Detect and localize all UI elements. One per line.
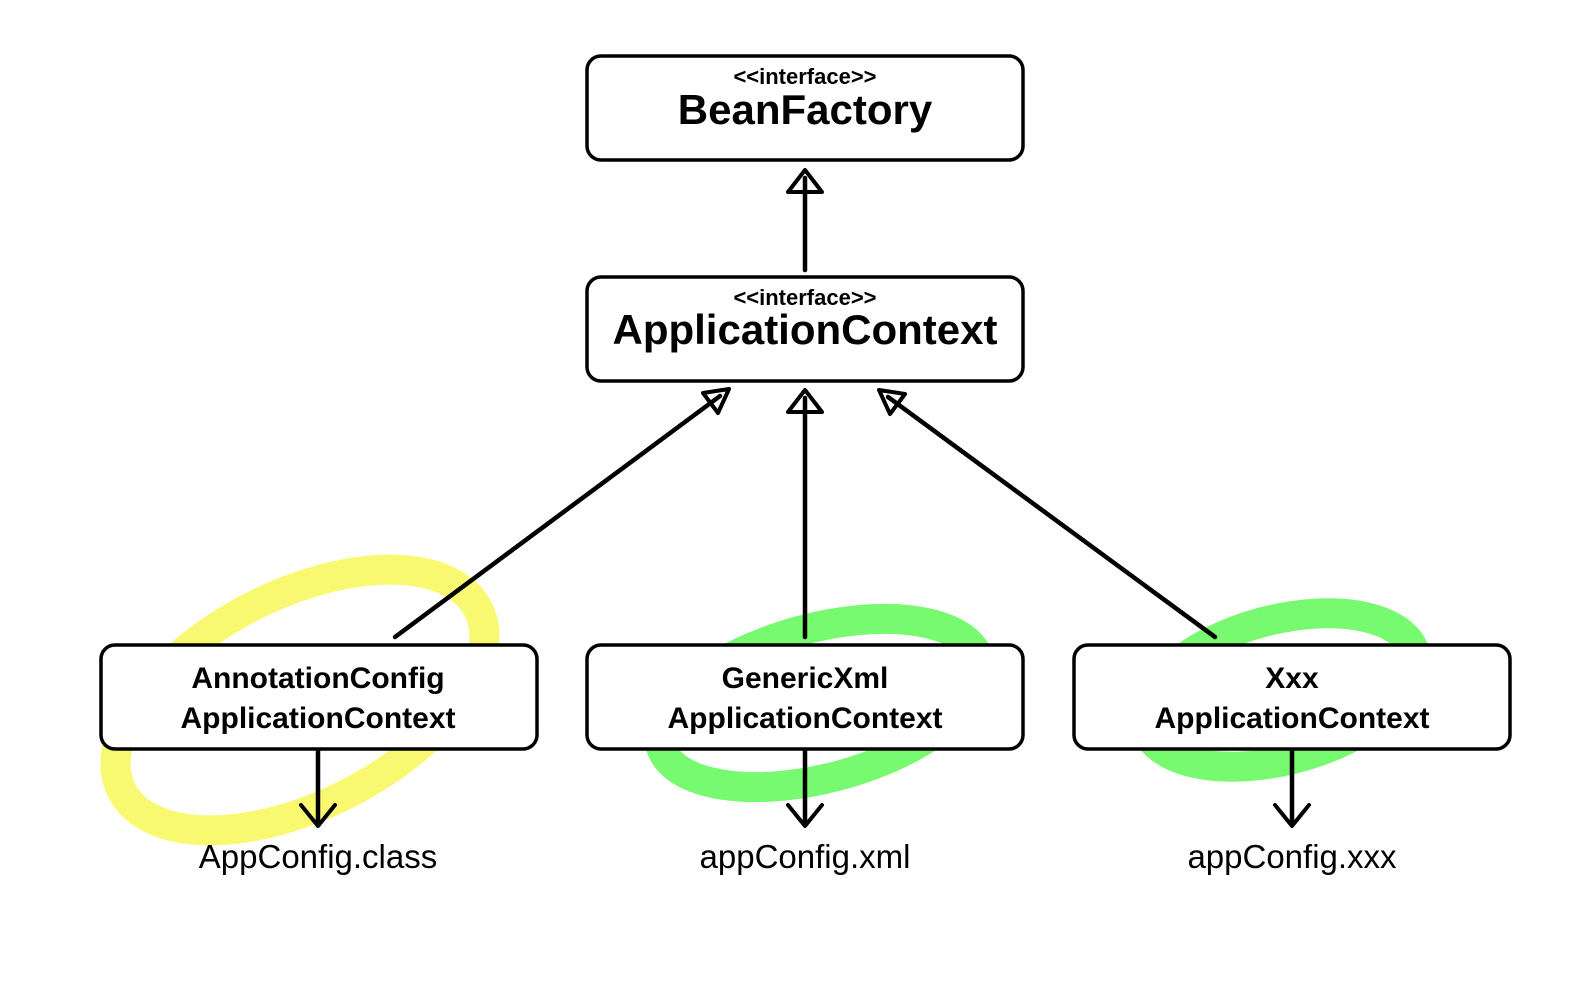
application-context-node: <<interface>> ApplicationContext [585, 275, 1025, 383]
application-context-stereotype: <<interface>> [733, 285, 876, 310]
edge-annotationconfig-to-applicationcontext [392, 387, 731, 640]
generic-xml-file-label: appConfig.xml [700, 838, 911, 875]
application-context-title: ApplicationContext [613, 306, 998, 353]
xxx-node: Xxx ApplicationContext [1072, 643, 1512, 751]
xxx-line2: ApplicationContext [1155, 702, 1430, 735]
edge-xxx-to-applicationcontext [877, 388, 1218, 640]
bean-factory-box [585, 54, 1025, 162]
annotation-config-line2: ApplicationContext [181, 702, 456, 735]
generic-xml-line2: ApplicationContext [668, 702, 943, 735]
edge-xxx-to-appconfig-xxx [1273, 747, 1311, 828]
application-context-box [585, 275, 1025, 383]
xxx-file-label: appConfig.xxx [1187, 838, 1397, 875]
bean-factory-title: BeanFactory [678, 86, 933, 133]
generic-xml-node: GenericXml ApplicationContext [585, 643, 1025, 751]
edge-genericxml-to-appconfig-xml [786, 747, 824, 828]
edge-applicationcontext-to-beanfactory [786, 168, 824, 273]
bean-factory-stereotype: <<interface>> [733, 64, 876, 89]
bean-factory-node: <<interface>> BeanFactory [585, 54, 1025, 162]
edge-annotationconfig-to-appconfig-class [299, 747, 337, 828]
xxx-box [1072, 643, 1512, 751]
annotation-config-box [99, 643, 539, 751]
generic-xml-line1: GenericXml [722, 662, 889, 695]
xxx-line1: Xxx [1265, 662, 1319, 695]
annotation-config-highlight [100, 554, 500, 846]
edge-genericxml-to-applicationcontext [786, 388, 824, 640]
annotation-config-file-label: AppConfig.class [199, 838, 437, 875]
annotation-config-node: AnnotationConfig ApplicationContext [99, 643, 539, 751]
annotation-config-line1: AnnotationConfig [191, 662, 444, 695]
generic-xml-box [585, 643, 1025, 751]
